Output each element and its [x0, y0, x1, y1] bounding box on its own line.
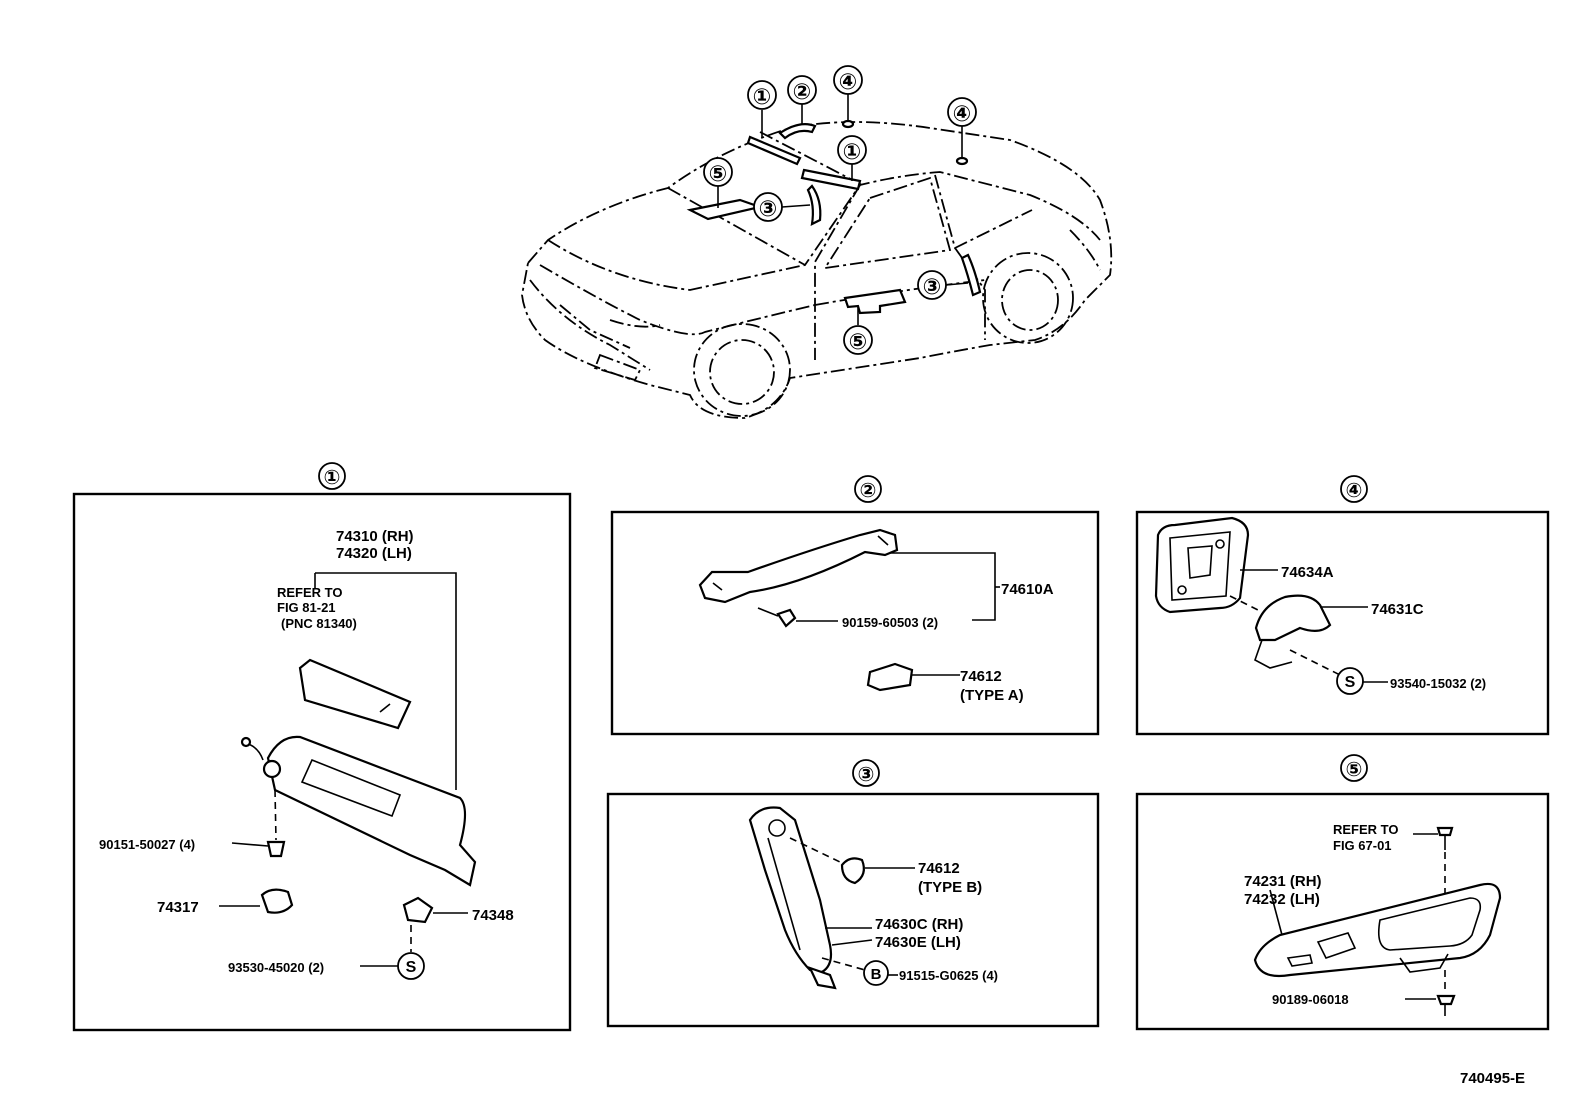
- car-callout-3a: ③: [753, 192, 811, 222]
- rear-assist-grip: [748, 806, 833, 974]
- s-symbol: S: [406, 959, 417, 976]
- label-base: 74634A: [1281, 564, 1334, 581]
- label-cover: 74612: [960, 668, 1002, 685]
- visor-holder: [260, 888, 294, 914]
- panel-2-assist-grip: ② 74610A 90159-60503 (2) 74612 (TYPE A): [610, 475, 1100, 736]
- car-callout-2: ②: [787, 75, 817, 124]
- coat-hook: [1254, 594, 1332, 642]
- car-callout-4a: ④: [833, 65, 863, 120]
- callout-number: ①: [843, 139, 862, 164]
- refer-line-2: FIG 81-21: [277, 600, 336, 615]
- refer-line-1: REFER TO: [277, 585, 343, 600]
- label-screw: 90151-50027 (4): [99, 837, 195, 852]
- screw-top: [1436, 826, 1454, 837]
- panel-title: ④: [1346, 480, 1363, 502]
- drawing-code: 740495-E: [1460, 1070, 1525, 1087]
- panel-5-door-switch-panel: ⑤ REFER TO FIG 67-01 74231 (RH) 74232 (L…: [1135, 754, 1550, 1031]
- callout-number: ④: [953, 101, 972, 126]
- callout-number: ⑤: [709, 161, 728, 186]
- panel-3-assist-grip-rear: ③ 74612 (TYPE B) 74630C (RH) 74630E (LH)…: [606, 759, 1100, 1028]
- label-screw: 90189-06018: [1272, 992, 1349, 1007]
- vanity-mirror: [298, 658, 412, 730]
- car-callout-5a: ⑤: [703, 157, 733, 208]
- label-cover-type: (TYPE A): [960, 687, 1024, 704]
- panel-frame: [72, 492, 572, 1032]
- label-bolt: 91515-G0625 (4): [899, 968, 998, 983]
- callout-number: ⑤: [849, 329, 868, 354]
- car-callout-1a: ①: [747, 80, 777, 137]
- s-symbol: S: [1345, 674, 1356, 691]
- car-callout-5b: ⑤: [843, 306, 873, 355]
- label-holder: 74317: [157, 899, 199, 916]
- grip-cover-a: [866, 662, 914, 692]
- label-panel-rh: 74231 (RH): [1244, 873, 1322, 890]
- grip-cover-b: [840, 857, 865, 885]
- label-grip-lh: 74630E (LH): [875, 934, 961, 951]
- label-hook: 74631C: [1371, 601, 1424, 618]
- car-callout-4b: ④: [947, 97, 977, 158]
- panel-title: ⑤: [1346, 759, 1363, 781]
- label-clip: 74348: [472, 907, 514, 924]
- label-part-rh: 74310 (RH): [336, 528, 414, 545]
- sun-visor: [266, 735, 477, 887]
- callout-number: ②: [793, 79, 812, 104]
- label-cover-type: (TYPE B): [918, 879, 982, 896]
- car-callout-1b: ①: [837, 135, 867, 181]
- panel-title: ①: [324, 467, 341, 489]
- label-screw: 93540-15032 (2): [1390, 676, 1486, 691]
- panel-frame: [1135, 792, 1550, 1031]
- panel-frame: [606, 792, 1100, 1028]
- callout-number: ①: [753, 84, 772, 109]
- panel-1-sun-visor: ① 74310 (RH) 74320 (LH) REFER TO FIG 81-…: [72, 462, 572, 1032]
- panel-title: ③: [858, 764, 875, 786]
- assist-grip: [698, 528, 899, 604]
- callout-number: ④: [839, 69, 858, 94]
- label-panel-lh: 74232 (LH): [1244, 891, 1320, 908]
- label-cover: 74612: [918, 860, 960, 877]
- panel-frame: [1135, 510, 1550, 736]
- screw: [776, 608, 797, 628]
- car-callout-3b: ③: [917, 270, 969, 300]
- door-switch-panel: [1253, 882, 1502, 978]
- panel-title: ②: [860, 480, 877, 502]
- car-overview: ① ② ④ ① ④ ⑤ ③: [521, 65, 1113, 419]
- callout-number: ③: [923, 274, 942, 299]
- label-grip: 74610A: [1001, 581, 1054, 598]
- refer-line-2: FIG 67-01: [1333, 838, 1392, 853]
- refer-line-3: (PNC 81340): [281, 616, 357, 631]
- b-symbol: B: [871, 966, 882, 983]
- screw: [266, 840, 286, 858]
- label-screw-s: 93530-45020 (2): [228, 960, 324, 975]
- callout-number: ③: [759, 196, 778, 221]
- label-screw: 90159-60503 (2): [842, 615, 938, 630]
- visor-clip: [402, 896, 434, 924]
- panel-4-coat-hook: ④ 74634A 74631C S 93540-15032 (2): [1135, 475, 1550, 736]
- refer-line-1: REFER TO: [1333, 822, 1399, 837]
- panel-frame: [610, 510, 1100, 736]
- label-part-lh: 74320 (LH): [336, 545, 412, 562]
- label-grip-rh: 74630C (RH): [875, 916, 963, 933]
- screw-bottom: [1436, 994, 1456, 1006]
